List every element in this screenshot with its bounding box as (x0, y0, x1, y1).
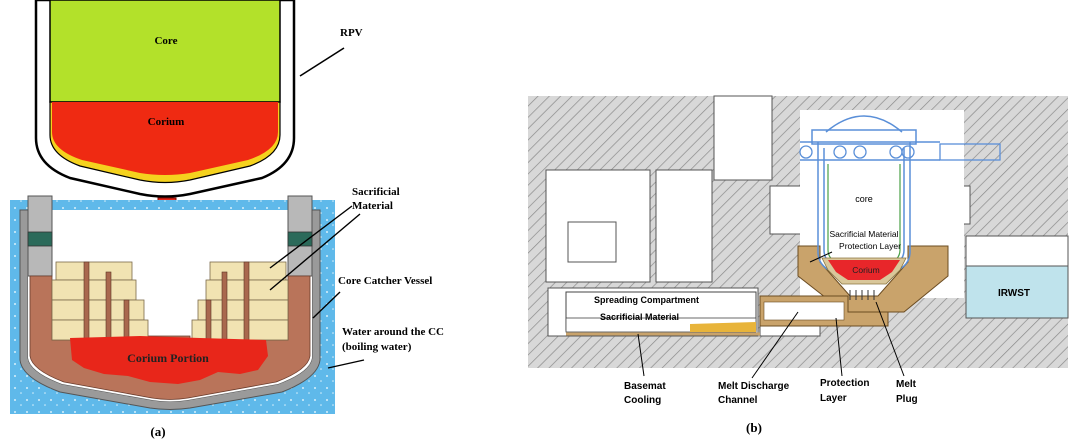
sacrificial-leader-2 (269, 213, 361, 291)
b-sacrificial-label: Sacrificial Material (830, 229, 899, 239)
basemat-label-line1: Basemat (624, 381, 666, 392)
sacrificial-label-line2: Material (352, 200, 393, 212)
b-corium-label: Corium (852, 265, 879, 275)
melt-plug (849, 290, 875, 300)
corium-label: Corium (148, 116, 185, 128)
panel-b: IRWST (528, 95, 1069, 435)
plug-leader (875, 301, 905, 377)
water-label-line2: (boiling water) (342, 341, 412, 353)
caption-a: (a) (150, 424, 165, 439)
discharge-leader (751, 311, 799, 379)
irwst-label: IRWST (998, 288, 1030, 299)
b-protection-label: Protection Layer (839, 241, 901, 251)
basemat-leader (637, 333, 645, 377)
nozzles (799, 143, 1001, 161)
rpv-leader (299, 47, 345, 77)
water-leader (327, 359, 365, 369)
corium-portion-label: Corium Portion (127, 351, 209, 365)
rpv-label: RPV (340, 27, 363, 39)
discharge-label-line1: Melt Discharge (718, 381, 790, 392)
cavity-corium (828, 260, 900, 280)
left-column-band (27, 231, 53, 247)
rpv-corium-region (52, 102, 278, 175)
vessel-leader (312, 291, 341, 319)
water-label-line1: Water around the CC (342, 326, 444, 338)
b-spreading-sacrificial-label: Sacrificial Material (600, 312, 679, 322)
plug-label-line2: Plug (896, 394, 918, 405)
spreading-sacrificial-fill (690, 322, 756, 332)
b-core-label: core (855, 194, 873, 204)
discharge-channel-inner (763, 301, 845, 321)
vessel-label: Core Catcher Vessel (338, 275, 432, 287)
discharge-label-line2: Channel (718, 395, 758, 406)
irwst-pool (965, 265, 1069, 319)
b-spreading-label: Spreading Compartment (594, 295, 699, 305)
plug-label-line1: Melt (896, 379, 917, 390)
basemat-label-line2: Cooling (624, 395, 661, 406)
caption-b: (b) (746, 420, 762, 435)
protection-label-line2: Layer (820, 393, 847, 404)
core-region (49, 0, 281, 103)
b-protection-leader (809, 251, 833, 263)
panel-a: Core Corium RPV (10, 0, 444, 439)
core-label: Core (154, 35, 177, 47)
protection-leader (835, 317, 843, 377)
protection-label-line1: Protection (820, 378, 869, 389)
sacrificial-label-line1: Sacrificial (352, 186, 400, 198)
sacrificial-leader-1 (269, 205, 353, 269)
corium-portion (70, 336, 268, 384)
